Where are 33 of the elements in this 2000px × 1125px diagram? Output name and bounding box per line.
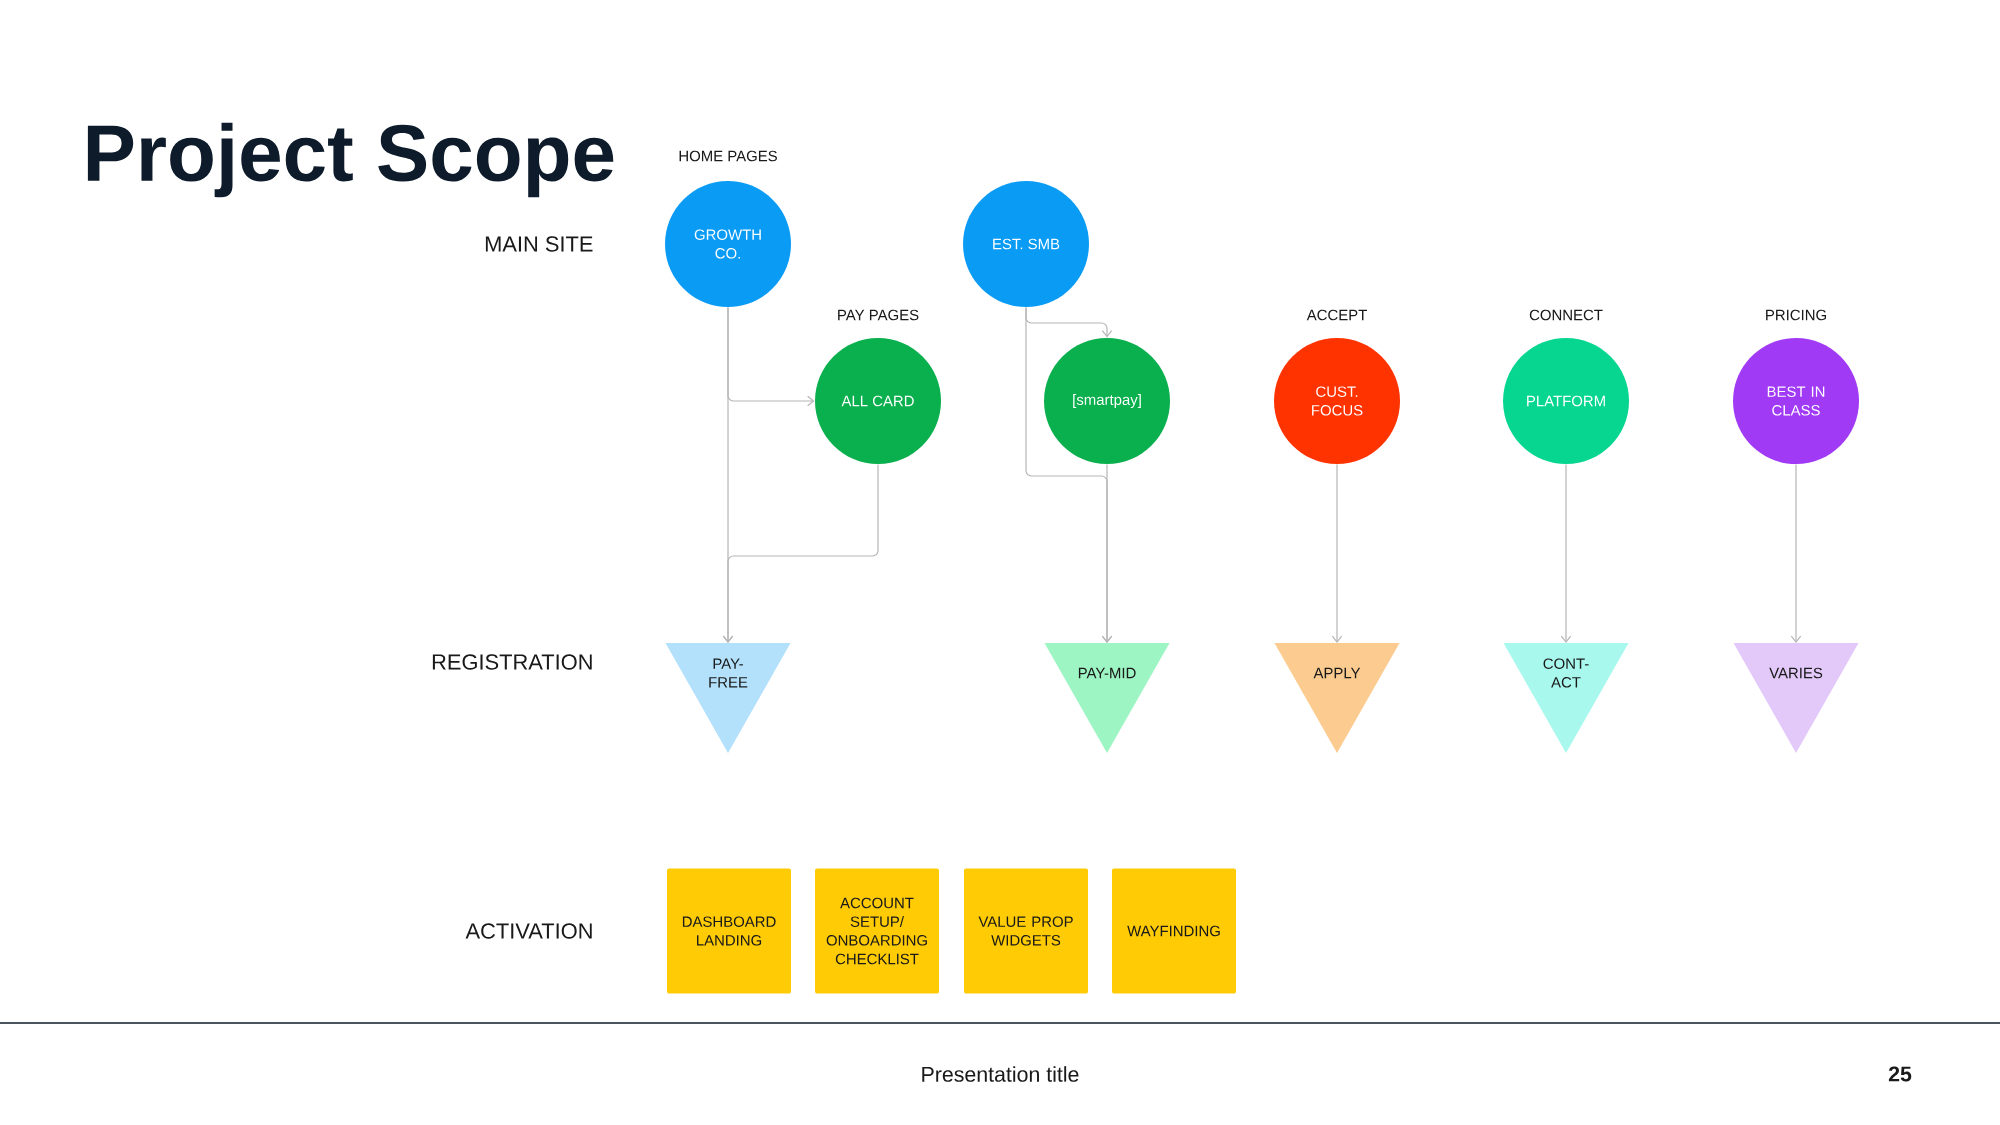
arrow bbox=[1790, 463, 1802, 643]
circle-node: CUST. FOCUS bbox=[1274, 338, 1400, 464]
sticky-note: WAYFINDING bbox=[1112, 868, 1236, 994]
arrow bbox=[1560, 463, 1572, 643]
triangle-node: APPLY bbox=[1274, 642, 1400, 754]
arrow bbox=[722, 463, 879, 643]
arrow bbox=[1331, 463, 1343, 643]
row-label: ACTIVATION bbox=[465, 923, 592, 939]
circle-node: PLATFORM bbox=[1503, 338, 1629, 464]
triangle-node: CONT- ACT bbox=[1503, 642, 1629, 754]
circle-node: ALL CARD bbox=[815, 338, 941, 464]
section-heading: HOME PAGES bbox=[679, 150, 777, 162]
footer-title: Presentation title bbox=[922, 1066, 1079, 1082]
row-label: REGISTRATION bbox=[432, 654, 592, 670]
circle-node: EST. SMB bbox=[963, 181, 1089, 307]
triangle-node: VARIES bbox=[1733, 642, 1859, 754]
title: Project Scope bbox=[87, 122, 614, 198]
row-label: MAIN SITE bbox=[485, 236, 593, 252]
sticky-note: VALUE PROP WIDGETS bbox=[964, 868, 1088, 994]
circle-node: GROWTH CO. bbox=[665, 181, 791, 307]
triangle-node: PAY- FREE bbox=[665, 642, 791, 754]
triangle-node: PAY-MID bbox=[1044, 642, 1170, 754]
section-heading: CONNECT bbox=[1529, 309, 1603, 321]
sticky-note: DASHBOARD LANDING bbox=[667, 868, 791, 994]
section-heading: ACCEPT bbox=[1306, 309, 1367, 321]
arrow bbox=[727, 306, 815, 407]
section-heading: PRICING bbox=[1766, 309, 1826, 321]
sticky-note: ACCOUNT SETUP/ ONBOARDING CHECKLIST bbox=[815, 868, 939, 994]
arrow bbox=[1101, 463, 1113, 643]
page-number: 25 bbox=[1888, 1066, 1912, 1082]
section-heading: PAY PAGES bbox=[838, 309, 919, 321]
circle-node: [smartpay] bbox=[1044, 338, 1170, 464]
circle-node: BEST IN CLASS bbox=[1733, 338, 1859, 464]
